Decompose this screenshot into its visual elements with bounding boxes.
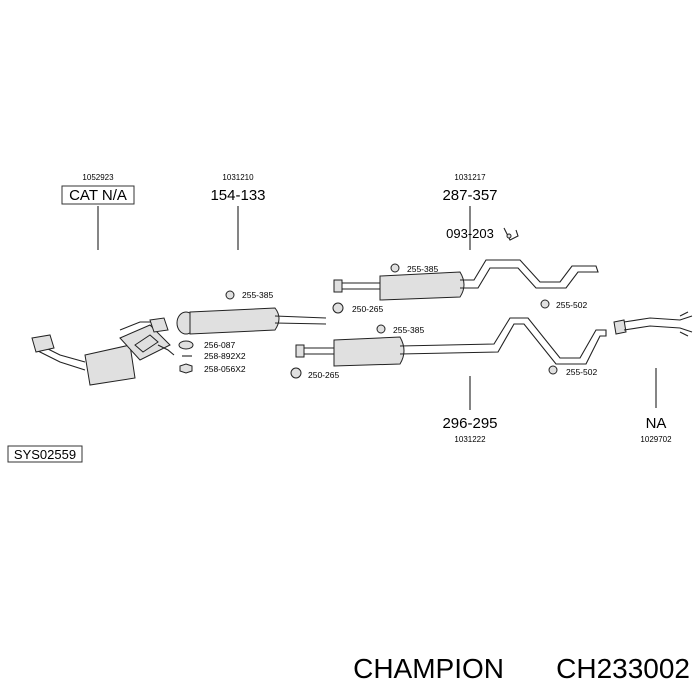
rear-upper-tail-pipe <box>460 259 599 289</box>
catalytic-body <box>84 344 136 386</box>
bracket-hole <box>506 233 512 239</box>
rear-lower-inlet-flange <box>295 344 305 358</box>
part-label-2: 256-087 <box>204 340 235 350</box>
gasket-icon <box>178 340 194 350</box>
footer-brand: CHAMPION <box>353 653 504 684</box>
bracket-shape <box>503 227 519 241</box>
catalytic-converter <box>31 317 175 386</box>
part-label-6: 250-265 <box>352 304 383 314</box>
footer-part-number: CH233002 <box>556 653 690 684</box>
clamp-group-front: 255-385 256-087 258-892X2 258-056X2 <box>178 290 273 374</box>
rear-lower-body <box>333 336 405 367</box>
rear-silencer-upper <box>333 259 599 301</box>
part-label-9: 250-265 <box>308 370 339 380</box>
part-label-4: 258-056X2 <box>204 364 246 374</box>
part-label-8: 255-385 <box>393 325 424 335</box>
catalytic-outlet-flange <box>149 317 169 333</box>
part-label-5: 255-385 <box>407 264 438 274</box>
clamp-group-rear-upper: 255-385 250-265 255-502 <box>332 263 587 314</box>
system-code-box <box>7 445 83 463</box>
tailpipe <box>613 311 693 337</box>
front-silencer-code: 154-133 <box>210 187 265 204</box>
front-silencer-ref: 1031210 <box>222 173 254 182</box>
clamp-icon <box>332 302 344 314</box>
hanger-icon <box>390 263 400 273</box>
hanger-icon <box>225 290 235 300</box>
rear-upper-inlet-pipe <box>340 282 380 290</box>
rear-lower-code: 296-295 <box>442 415 497 432</box>
catalytic-flange <box>31 334 55 353</box>
rear-lower-ref: 1031222 <box>454 435 486 444</box>
part-label-3: 258-892X2 <box>204 351 246 361</box>
catalytic-code-box <box>61 185 135 205</box>
hanger-icon <box>548 365 558 375</box>
front-silencer <box>176 307 327 335</box>
part-label-1: 255-385 <box>242 290 273 300</box>
rear-lower-inlet-pipe <box>302 347 334 355</box>
hanger-icon <box>376 324 386 334</box>
catalytic-front-pipe-lower <box>35 349 86 371</box>
clamp-icon <box>290 367 302 379</box>
rear-lower-tail-pipe <box>399 317 607 365</box>
catalytic-ref: 1052923 <box>82 173 114 182</box>
bracket-code: 093-203 <box>446 226 494 241</box>
rear-upper-inlet-flange <box>333 279 343 293</box>
rear-upper-code: 287-357 <box>442 187 497 204</box>
system-code: SYS02559 <box>14 447 76 462</box>
tailpipe-code: NA <box>646 415 667 432</box>
catalytic-ribbed-section <box>134 334 159 353</box>
rear-upper-ref: 1031217 <box>454 173 486 182</box>
catalytic-outlet-pipe <box>157 344 175 356</box>
tailpipe-tip <box>679 311 689 337</box>
tailpipe-flange <box>613 319 627 335</box>
bracket-icon <box>503 227 519 241</box>
front-silencer-tail-pipe <box>274 315 327 325</box>
catalytic-code: CAT N/A <box>69 187 127 204</box>
front-silencer-body <box>189 307 280 335</box>
rear-silencer-lower <box>295 317 607 367</box>
hanger-icon <box>540 299 550 309</box>
part-label-7: 255-502 <box>556 300 587 310</box>
clamp-group-rear-lower: 255-385 250-265 255-502 <box>290 324 597 380</box>
part-label-10: 255-502 <box>566 367 597 377</box>
nut-icon <box>179 363 193 374</box>
rear-upper-body <box>379 271 465 301</box>
tailpipe-ref: 1029702 <box>640 435 672 444</box>
tailpipe-body <box>623 315 693 333</box>
